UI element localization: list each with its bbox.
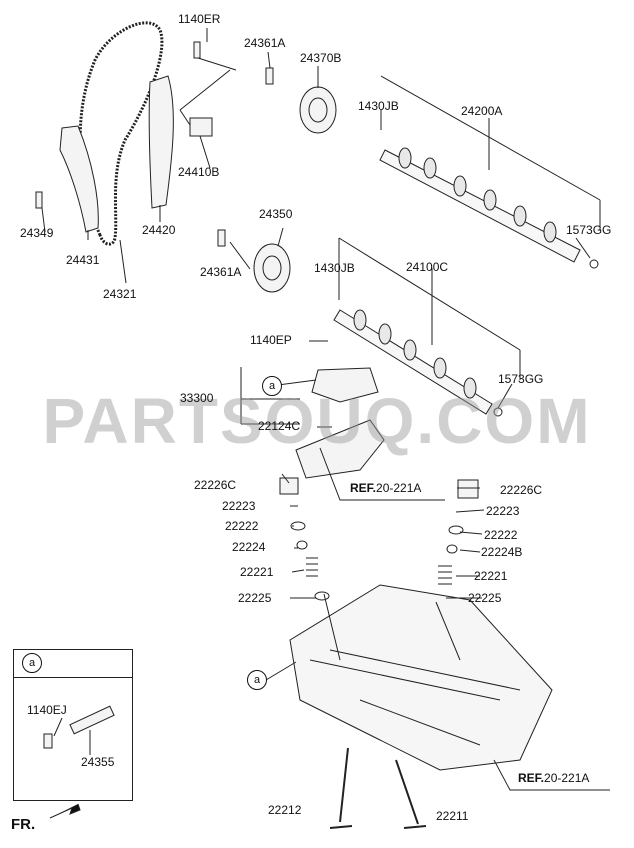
- ref-number: 20-221A: [544, 771, 590, 785]
- exhaust-valve: [395, 759, 427, 829]
- part-label-22225-left: 22225: [238, 591, 272, 605]
- oil-control-valve: [69, 705, 115, 735]
- part-label-1430jb-lower: 1430JB: [314, 261, 355, 275]
- callout-a-inset: a: [22, 653, 42, 673]
- part-label-22226c-left: 22226C: [194, 478, 237, 492]
- ocv-bracket: [311, 367, 379, 403]
- bolt-24349: [35, 191, 43, 209]
- chain-tensioner: [189, 117, 213, 137]
- part-label-24361a-lower: 24361A: [200, 265, 242, 279]
- part-label-22224b: 22224B: [481, 545, 523, 559]
- part-label-1140er: 1140ER: [178, 12, 221, 26]
- part-label-24355: 24355: [81, 755, 115, 769]
- part-label-24350: 24350: [259, 207, 293, 221]
- part-label-24410b: 24410B: [178, 165, 220, 179]
- callout-a-upper: a: [262, 376, 282, 396]
- part-label-24321: 24321: [103, 287, 137, 301]
- detail-inset: a 1140EJ 24355: [13, 649, 133, 801]
- part-label-1573gg-upper: 1573GG: [566, 223, 612, 237]
- front-direction-label: FR.: [11, 816, 36, 833]
- cylinder-head: [289, 584, 553, 771]
- front-arrow: [49, 803, 81, 819]
- part-label-1573gg-lower: 1573GG: [498, 372, 544, 386]
- exhaust-camshaft: [379, 149, 581, 263]
- part-label-24349: 24349: [20, 226, 54, 240]
- part-label-22222-right: 22222: [484, 528, 518, 542]
- part-label-22221-left: 22221: [240, 565, 274, 579]
- part-label-22225-right: 22225: [468, 591, 502, 605]
- bolt-24361a-lower: [217, 229, 226, 247]
- ref-prefix: REF.: [350, 481, 377, 495]
- part-label-22223-right: 22223: [486, 504, 520, 518]
- part-label-24200a: 24200A: [461, 104, 503, 118]
- bolt-24361a-upper: [265, 67, 274, 85]
- chain-guide-left: [59, 125, 99, 233]
- lifter-left: [279, 477, 299, 495]
- lifter-right: [457, 479, 479, 499]
- cvvt-sprocket-upper: [299, 86, 337, 134]
- ref-prefix: REF.: [518, 771, 545, 785]
- intake-valve: [329, 747, 353, 829]
- part-label-22124c: 22124C: [258, 419, 301, 433]
- part-label-22212: 22212: [268, 803, 302, 817]
- valve-spring-right: [438, 565, 452, 585]
- part-label-24361a-upper: 24361A: [244, 36, 286, 50]
- chain-guide-right: [148, 75, 174, 209]
- part-label-24431: 24431: [66, 253, 100, 267]
- part-label-1140ep: 1140EP: [250, 333, 292, 347]
- part-label-24420: 24420: [142, 223, 176, 237]
- part-label-24100c: 24100C: [406, 260, 449, 274]
- part-label-22221-right: 22221: [474, 569, 508, 583]
- part-label-22223-left: 22223: [222, 499, 256, 513]
- part-label-1430jb-upper: 1430JB: [358, 99, 399, 113]
- part-label-22222-left: 22222: [225, 519, 259, 533]
- ref-label-cam-cap[interactable]: REF.20-221A: [350, 481, 421, 495]
- part-label-24370b: 24370B: [300, 51, 342, 65]
- ref-number: 20-221A: [376, 481, 422, 495]
- camshaft-cap: [295, 419, 385, 479]
- part-label-1140ej: 1140EJ: [27, 703, 67, 717]
- part-label-33300: 33300: [180, 391, 214, 405]
- cam-sprocket-lower: [253, 243, 291, 293]
- part-label-22224: 22224: [232, 540, 266, 554]
- part-label-22211: 22211: [436, 809, 469, 823]
- bolt-1140er: [193, 41, 201, 59]
- part-label-22226c-right: 22226C: [500, 483, 543, 497]
- ref-label-cylinder-head[interactable]: REF.20-221A: [518, 771, 589, 785]
- inset-header: a: [14, 650, 132, 678]
- callout-a-lower: a: [247, 670, 267, 690]
- valve-spring-left: [306, 557, 318, 577]
